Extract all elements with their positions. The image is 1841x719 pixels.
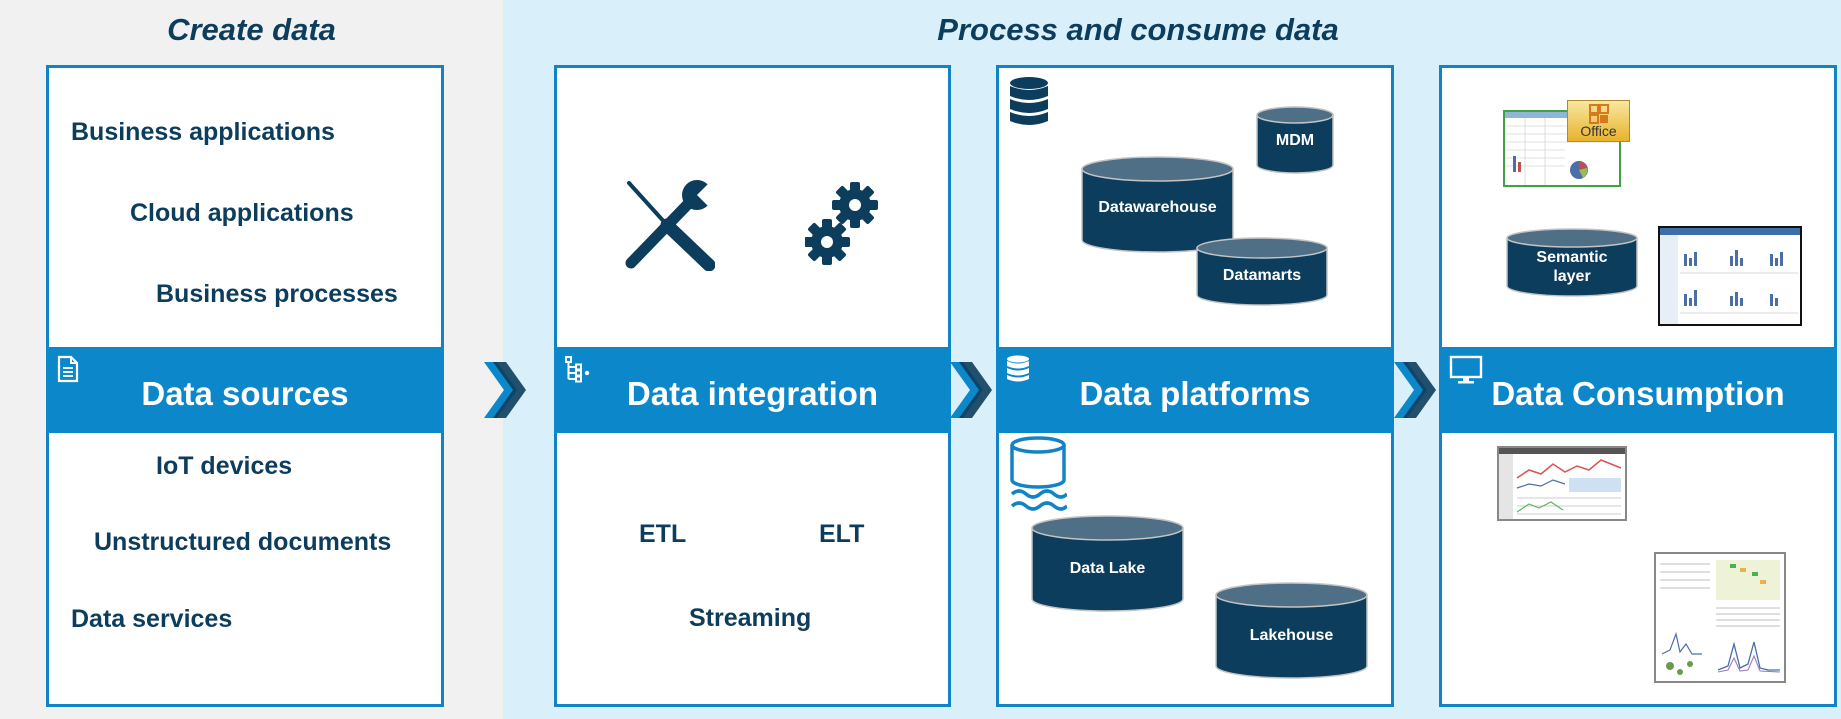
chevron-right-icon	[950, 362, 992, 418]
office-logo: Office	[1567, 100, 1630, 142]
source-item-cloud-applications: Cloud applications	[130, 199, 354, 227]
semantic-layer-label: Semantic layer	[1536, 249, 1608, 285]
store-datamarts: Datamarts	[1195, 237, 1329, 307]
method-streaming: Streaming	[689, 604, 812, 632]
database-icon	[1010, 77, 1048, 125]
data-sources-title: Data sources	[141, 375, 349, 412]
data-sources-band: Data sources	[46, 347, 444, 433]
flow-icon	[565, 356, 590, 383]
data-integration-band: Data integration	[554, 347, 951, 433]
source-item-iot-devices: IoT devices	[156, 452, 293, 480]
store-data-lake-label: Data Lake	[1069, 560, 1146, 577]
store-datawarehouse: Datawarehouse	[1080, 156, 1235, 254]
store-data-lake: Data Lake	[1030, 515, 1185, 613]
data-consumption-panel: Office Semantic layer	[1439, 65, 1837, 707]
report-thumbnail	[1658, 226, 1802, 326]
create-data-title: Create data	[167, 12, 336, 47]
data-platforms-band: Data platforms	[996, 347, 1394, 433]
source-item-unstructured-documents: Unstructured documents	[94, 528, 392, 556]
source-item-business-processes: Business processes	[156, 280, 398, 308]
store-datawarehouse-label: Datawarehouse	[1098, 199, 1217, 216]
semantic-layer: Semantic layer	[1505, 228, 1639, 298]
data-integration-panel: Data integration ETL ELT Streaming	[554, 65, 951, 707]
data-sources-panel: Business applications Cloud applications…	[46, 65, 444, 707]
office-icon	[1589, 104, 1609, 124]
store-lakehouse: Lakehouse	[1214, 582, 1369, 680]
data-platforms-panel: MDM Datawarehouse Datamarts Data platfor…	[996, 65, 1394, 707]
tools-icon	[625, 180, 715, 271]
store-mdm-label: MDM	[1275, 132, 1315, 149]
chevron-right-icon	[484, 362, 526, 418]
analytics-report-thumbnail	[1654, 552, 1786, 683]
data-integration-title: Data integration	[626, 375, 879, 412]
source-item-data-services: Data services	[71, 605, 233, 633]
chevron-right-icon	[1394, 362, 1436, 418]
data-platforms-title: Data platforms	[1079, 375, 1311, 412]
monitor-icon	[1449, 355, 1483, 384]
database-icon	[1007, 355, 1029, 382]
office-logo-text: Office	[1580, 123, 1617, 139]
method-elt: ELT	[819, 520, 865, 548]
method-etl: ETL	[639, 520, 687, 548]
store-lakehouse-label: Lakehouse	[1249, 627, 1334, 644]
process-consume-title: Process and consume data	[937, 12, 1339, 47]
dashboard-thumbnail	[1497, 446, 1627, 521]
gears-icon	[805, 182, 878, 265]
store-mdm: MDM	[1255, 105, 1335, 175]
source-item-business-applications: Business applications	[71, 118, 335, 146]
document-icon	[57, 355, 79, 383]
data-consumption-title: Data Consumption	[1491, 375, 1785, 412]
data-consumption-band: Data Consumption	[1439, 347, 1837, 433]
store-datamarts-label: Datamarts	[1222, 267, 1302, 284]
data-lake-icon	[1010, 436, 1067, 511]
